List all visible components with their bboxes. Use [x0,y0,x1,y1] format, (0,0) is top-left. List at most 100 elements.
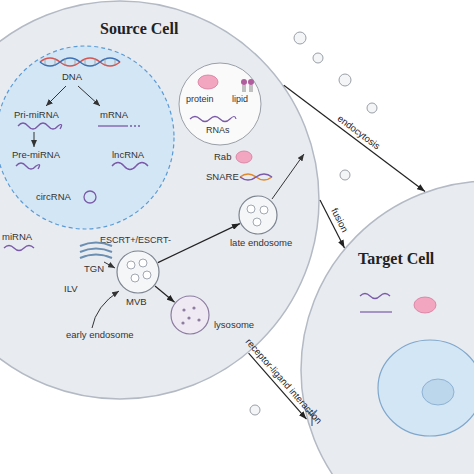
rna-icon [360,311,392,312]
target-nucleus [378,340,474,436]
molecule-label: Pre-miRNA [12,150,60,160]
part-label: ILV [64,284,78,294]
flow-arrow [320,200,345,248]
exosome [294,32,306,44]
cargo-label: RNAs [206,126,230,136]
lipid-head [241,79,247,85]
molecule-label: circRNA [36,192,71,202]
part-label: TGN [84,264,104,274]
pri-mirna-symbol [18,123,62,129]
rab-icon [236,151,252,163]
protein-icon [198,75,218,89]
organelle-circle: late endosome [238,195,278,235]
lysosome-content [192,306,195,309]
organelle-label: ESCRT+/ESCRT- [100,236,171,246]
organelle-circle-outline [170,295,210,335]
exosome [313,53,323,63]
rna-icon [360,294,390,299]
cell-shape [301,181,474,474]
lncrna-symbol [112,163,148,170]
lipid-tails [243,85,252,92]
organelle-circle-outline [238,195,278,235]
maturation-arrow [92,291,119,328]
part-label: miRNA [2,232,32,242]
circrna-symbol [84,191,96,203]
molecule-label: DNA [62,72,82,82]
cargo-label: protein [186,95,214,105]
exosome [250,405,260,415]
protein-icon [414,297,436,313]
golgi-cisterna [80,249,112,253]
organelle-label: lysosome [214,320,254,330]
molecule-label: lncRNA [112,150,144,160]
flow-arrow [284,85,425,191]
cell-shape [0,1,319,399]
cell-outline [300,180,474,474]
organelle-circle-shape [239,196,277,234]
ilv [139,259,147,267]
rna-icon [190,117,236,122]
pre-mirna-symbol [16,163,40,169]
exosome [367,103,377,113]
ilv [253,218,261,226]
cargo-circle: protein lipidRNAs [178,62,262,146]
exosome [340,170,350,180]
mrna-symbol [98,125,128,126]
snare-icon [240,174,272,180]
dna-strand [40,58,120,66]
secretion-arrow [272,154,304,199]
nucleolus [422,379,454,405]
cell-title: Target Cell [358,250,434,268]
cell-title: Source Cell [100,20,178,38]
ilv [127,261,135,269]
cell: Target Cell [300,180,474,474]
nucleus: DNA Pri-miRNA mRNA Pre-miRNA lncRNA circRNA [0,45,175,230]
ilv [260,206,268,214]
snare-icon [240,174,272,180]
ilv [143,271,151,279]
organelle-circle: ESCRT+/ESCRT-MVB [116,250,160,294]
golgi-cisterna [80,243,112,247]
pathway-label: receptor-ligand interaction [243,336,324,426]
cargo-label: lipid [232,95,248,105]
golgi-cisterna [80,255,112,259]
receptor-symbol [307,410,317,426]
flow-arrow [158,224,240,263]
molecule-label: Pri-miRNA [14,110,59,120]
trafficking-arrow [104,262,115,268]
organelle-circle-outline [116,250,160,294]
mirna-symbol [4,246,34,251]
dna-strand [40,58,120,66]
lysosome-content [197,318,200,321]
dna-rungs [45,58,115,66]
pathway-label: fusion [330,206,351,234]
transcription-arrow [46,86,66,106]
organelle-label: late endosome [230,238,292,248]
molecule-label: mRNA [100,110,128,120]
lysosome-content [187,316,190,319]
transcription-arrow [78,86,100,106]
organelle-circle-shape [171,296,209,334]
part-label: SNARE [206,172,239,182]
pathway-label: endocytosis [336,113,383,152]
cargo-circle-shape [179,63,261,145]
processing-arrow [34,132,35,147]
nucleus-outline [0,45,175,230]
lysosome-content [182,308,185,311]
organelle-circle-shape [117,251,159,293]
organelle-circle: lysosome [170,295,210,335]
part-label: Rab [214,152,231,162]
ilv [247,205,255,213]
part-label: early endosome [66,330,134,340]
lysosome-content [181,321,184,324]
organelle-label: MVB [126,297,147,307]
lipid-head [248,79,254,85]
polya-tail [130,125,140,126]
flow-arrow [155,286,175,302]
exosome [339,74,351,86]
ilv [131,274,139,282]
cell: Source CellDNA Pri-miRNA mRNA Pre-miRNA lncR… [0,0,320,400]
flow-arrow [249,353,307,419]
nucleus-shape [0,46,174,229]
